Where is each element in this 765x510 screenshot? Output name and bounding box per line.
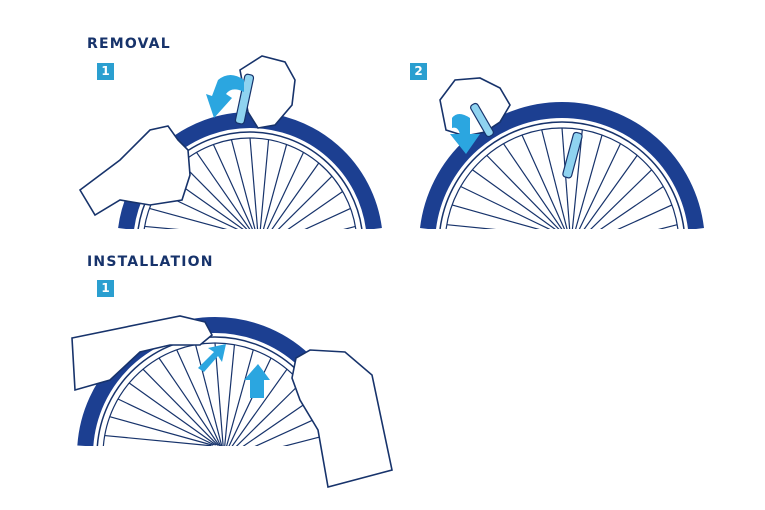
spoke: [575, 134, 603, 229]
arrow-down-icon: [206, 75, 244, 118]
spoke: [231, 368, 288, 446]
spoke: [149, 207, 228, 229]
spoke: [242, 398, 313, 446]
removal-step-1-hand-left: [78, 125, 191, 217]
removal-step-1-badge: 1: [97, 63, 114, 80]
spoke: [460, 185, 551, 229]
spoke: [617, 204, 673, 229]
spoke: [287, 191, 344, 229]
arrow-down-icon: [450, 114, 480, 154]
spoke: [343, 225, 356, 229]
spoke: [583, 155, 638, 229]
spoke: [451, 204, 540, 229]
removal-heading: REMOVAL: [87, 36, 171, 52]
installation-hand-right: [291, 349, 393, 488]
spoke: [180, 162, 248, 229]
tire-lever-icon: [562, 131, 583, 179]
rim-inner: [445, 127, 679, 229]
spoke: [503, 143, 563, 229]
spoke: [277, 175, 333, 229]
spoke: [472, 169, 556, 229]
spoke: [304, 207, 351, 229]
spoke: [226, 349, 254, 446]
spoke: [262, 144, 288, 229]
spoke: [144, 225, 180, 229]
spoke: [128, 382, 217, 446]
spoke: [235, 382, 302, 446]
installation-heading: INSTALLATION: [87, 254, 214, 270]
spoke: [590, 169, 653, 229]
spoke: [254, 416, 321, 446]
spoke: [196, 151, 251, 229]
rim-outer: [439, 121, 685, 229]
spoke: [266, 152, 305, 229]
spoke: [571, 129, 583, 229]
tire-lever-icon: [234, 73, 255, 125]
spoke: [249, 137, 259, 229]
tire-lever-icon: [470, 102, 494, 138]
spoke: [142, 368, 219, 446]
arrow-up-icon: [198, 344, 226, 372]
installation-hand-left: [71, 315, 214, 392]
spoke: [104, 434, 212, 446]
spoke: [271, 162, 320, 229]
arrow-up-icon: [244, 364, 270, 398]
spoke: [214, 342, 224, 446]
spoke: [561, 127, 571, 229]
spoke: [194, 344, 223, 446]
tire: [420, 102, 704, 229]
spoke: [230, 139, 256, 229]
spoke: [446, 224, 497, 229]
spoke: [117, 398, 215, 446]
spoke: [521, 134, 566, 229]
removal-step-1-hand-right: [239, 55, 296, 129]
spoke: [541, 129, 568, 229]
removal-step-2-wheel: [420, 102, 704, 229]
spoke: [599, 186, 664, 229]
spoke: [109, 416, 213, 446]
spoke: [158, 357, 221, 446]
spoke: [259, 139, 270, 229]
spoke: [224, 344, 236, 446]
spoke: [486, 154, 560, 229]
spoke: [176, 349, 222, 446]
spoke: [212, 144, 254, 229]
installation-step-1-badge: 1: [97, 280, 114, 297]
spoke: [578, 143, 622, 229]
spoke: [282, 434, 326, 446]
removal-step-2-badge: 2: [410, 63, 427, 80]
